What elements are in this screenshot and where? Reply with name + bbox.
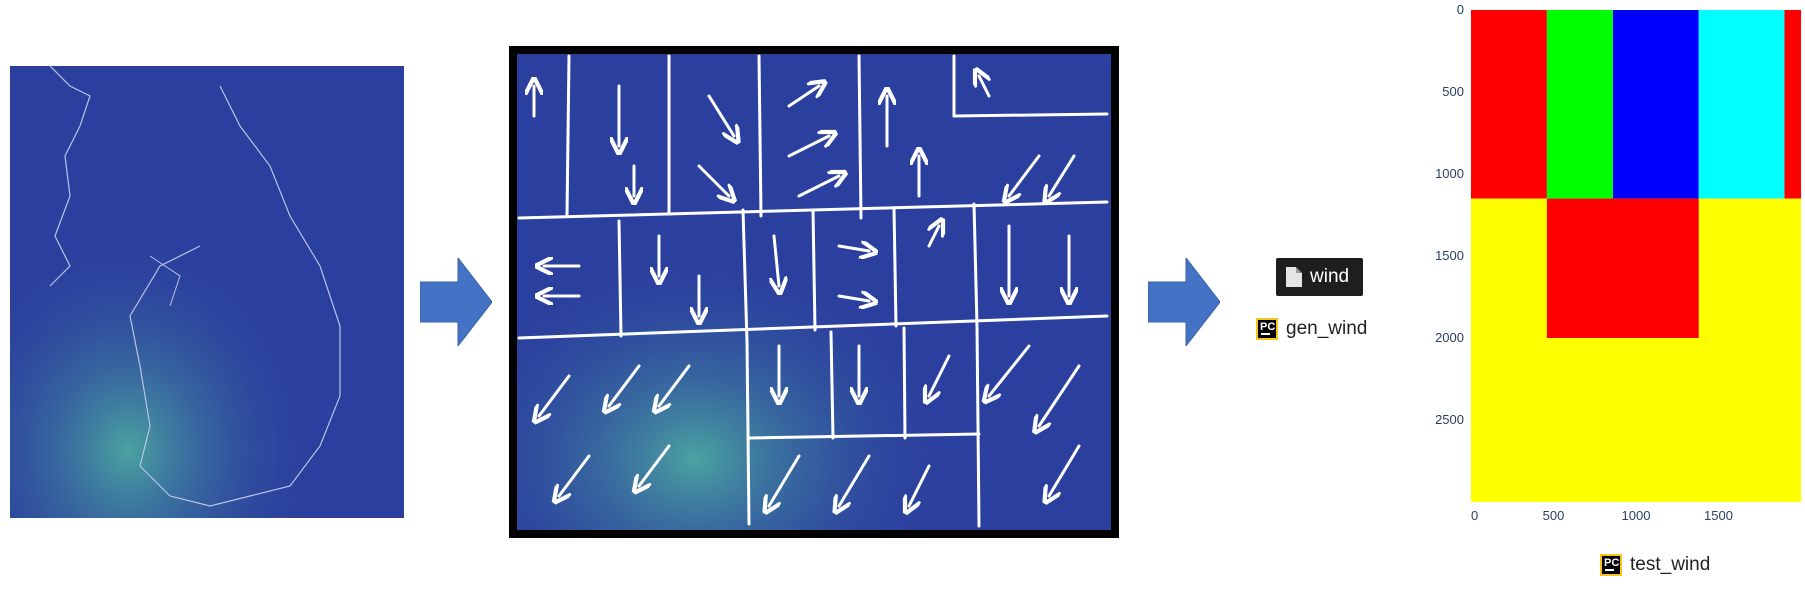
heatmap-region (1784, 10, 1801, 199)
gen-wind-file-label: gen_wind (1286, 318, 1368, 339)
document-icon (1286, 267, 1302, 287)
x-tick-label: 500 (1543, 508, 1565, 523)
y-tick-label: 1000 (1435, 166, 1464, 181)
heatmap-region (1471, 10, 1547, 199)
right-arrow-icon (1147, 256, 1221, 351)
wind-map-image (10, 65, 404, 518)
x-tick-label: 1500 (1704, 508, 1733, 523)
y-tick-label: 2500 (1435, 412, 1464, 427)
x-tick-label: 1000 (1622, 508, 1651, 523)
pycharm-icon: PC (1600, 554, 1622, 576)
wind-file[interactable]: wind (1276, 258, 1364, 296)
heatmap-region (1698, 10, 1785, 199)
heatmap-region (1612, 10, 1699, 199)
test-wind-file-label: test_wind (1630, 554, 1711, 575)
x-tick-label: 0 (1471, 508, 1478, 523)
right-arrow-icon (419, 256, 493, 351)
heatmap-region (1546, 10, 1613, 199)
wind-file-label: wind (1310, 266, 1350, 287)
annotated-wind-sketch (509, 46, 1119, 538)
gen-wind-file[interactable]: PC gen_wind (1256, 318, 1367, 340)
y-tick-label: 500 (1442, 84, 1464, 99)
y-tick-label: 0 (1457, 2, 1464, 17)
heatmap-region (1546, 198, 1699, 338)
y-tick-label: 1500 (1435, 248, 1464, 263)
test-wind-file[interactable]: PC test_wind (1600, 554, 1710, 576)
pycharm-icon: PC (1256, 318, 1278, 340)
y-tick-label: 2000 (1435, 330, 1464, 345)
region-grid-chart: 0 500 1000 1500 2000 2500 0 500 1000 1500 (1420, 2, 1805, 532)
